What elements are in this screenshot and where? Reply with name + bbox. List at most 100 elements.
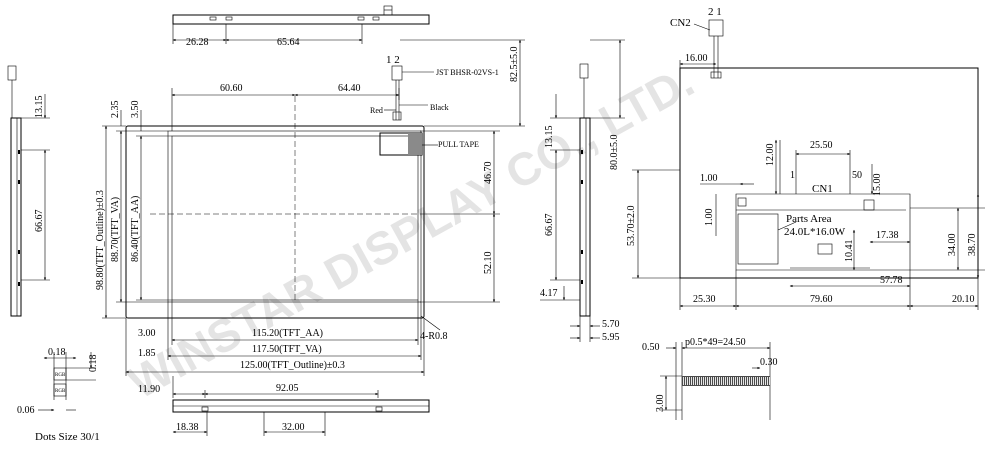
fpc-finger xyxy=(693,377,694,385)
dim-outline-vertical: 98.80(TFT_Outline)±0.3 xyxy=(95,190,106,290)
fpc-finger xyxy=(687,377,688,385)
fpc-finger xyxy=(725,377,726,385)
rgb-row-2: RGB xyxy=(55,389,66,394)
dim-20-10: 20.10 xyxy=(952,294,975,305)
fpc-finger xyxy=(689,377,690,385)
dim-0-18-vertical: 0.18 xyxy=(88,355,99,373)
fpc-finger xyxy=(701,377,702,385)
dim-1-00-vertical: 1.00 xyxy=(704,209,715,227)
connector-model-label: JST BHSR-02VS-1 xyxy=(436,68,499,77)
fpc-finger xyxy=(767,377,768,385)
fpc-finger xyxy=(729,377,730,385)
dim-5-70: 5.70 xyxy=(602,319,620,330)
pixel-detail: 0.18 RGB RGB 0.18 0.06 Dots Size 30/1 xyxy=(17,347,100,443)
fpc-finger xyxy=(761,377,762,385)
fpc-finger xyxy=(715,377,716,385)
dim-3-50: 3.50 xyxy=(130,101,141,119)
fpc-finger xyxy=(713,377,714,385)
fpc-finger xyxy=(695,377,696,385)
dim-0-18-horizontal: 0.18 xyxy=(48,347,66,358)
fpc-finger xyxy=(709,377,710,385)
fpc-finger xyxy=(753,377,754,385)
cn1-pin-50: 50 xyxy=(852,170,862,181)
fpc-finger xyxy=(735,377,736,385)
dim-92-05: 92.05 xyxy=(276,383,299,394)
fpc-finger xyxy=(763,377,764,385)
parts-area-size: 24.0L*16.0W xyxy=(784,226,846,238)
cn2-pins: 2 1 xyxy=(708,6,722,18)
dim-57-78: 57.78 xyxy=(880,275,903,286)
fpc-finger xyxy=(769,377,770,385)
dim-80-0: 80.0±5.0 xyxy=(609,135,620,171)
dim-10-41: 10.41 xyxy=(844,240,855,263)
dim-2-35: 2.35 xyxy=(110,101,121,119)
wire-black-label: Black xyxy=(430,103,449,112)
fpc-finger xyxy=(749,377,750,385)
dim-25-30: 25.30 xyxy=(693,294,716,305)
dim-va-vertical: 88.70(TFT_VA) xyxy=(110,197,121,262)
dim-13-15: 13.15 xyxy=(34,96,45,119)
fpc-finger xyxy=(697,377,698,385)
fpc-finger xyxy=(757,377,758,385)
dim-34-00: 34.00 xyxy=(947,234,958,257)
fpc-finger xyxy=(755,377,756,385)
fpc-dim-0-50: 0.50 xyxy=(642,342,660,353)
fpc-finger xyxy=(747,377,748,385)
back-view: CN2 2 1 16.00 Parts Area 24.0L*16.0W CN1… xyxy=(626,6,985,310)
dim-11-90: 11.90 xyxy=(138,384,160,395)
dim-1-00-horizontal: 1.00 xyxy=(700,173,718,184)
dim-12-00: 12.00 xyxy=(765,144,776,167)
dim-52-10: 52.10 xyxy=(483,252,494,275)
fpc-finger xyxy=(741,377,742,385)
fpc-finger xyxy=(743,377,744,385)
rgb-row-1: RGB xyxy=(55,373,66,378)
fpc-pitch: p0.5*49=24.50 xyxy=(685,337,746,348)
dim-15-00: 15.00 xyxy=(872,174,883,197)
fpc-finger xyxy=(685,377,686,385)
fpc-finger xyxy=(733,377,734,385)
fpc-finger xyxy=(699,377,700,385)
dim-outline-horizontal: 125.00(TFT_Outline)±0.3 xyxy=(240,360,345,371)
fpc-finger xyxy=(737,377,738,385)
cn2-label: CN2 xyxy=(670,17,691,29)
parts-area-title: Parts Area xyxy=(786,213,832,225)
dim-79-60: 79.60 xyxy=(810,294,833,305)
dim-4-17: 4.17 xyxy=(540,288,558,299)
dim-va-horizontal: 117.50(TFT_VA) xyxy=(252,344,322,355)
middle-side-view: 13.15 66.67 80.0±5.0 4.17 5.70 5.95 xyxy=(540,39,625,343)
dim-aa-horizontal: 115.20(TFT_AA) xyxy=(252,328,323,339)
wire-red-label: Red xyxy=(370,106,383,115)
fpc-finger xyxy=(731,377,732,385)
dim-65-64: 65.64 xyxy=(277,37,300,48)
fpc-finger xyxy=(759,377,760,385)
fpc-finger xyxy=(705,377,706,385)
cn1-label: CN1 xyxy=(812,183,833,195)
connector-pins: 1 2 xyxy=(386,54,400,66)
top-view: 26.28 65.64 xyxy=(172,5,430,48)
fpc-dim-0-30: 0.30 xyxy=(760,357,778,368)
dim-60-60: 60.60 xyxy=(220,83,243,94)
fpc-finger xyxy=(711,377,712,385)
dim-64-40: 64.40 xyxy=(338,83,361,94)
fpc-finger xyxy=(751,377,752,385)
dim-1: 1 xyxy=(790,170,795,181)
dim-26-28: 26.28 xyxy=(186,37,209,48)
dim-13-15-mid: 13.15 xyxy=(544,126,555,149)
bottom-view: 11.90 92.05 18.38 32.00 xyxy=(138,376,430,436)
dim-radius: 4-R0.8 xyxy=(420,331,448,342)
fpc-finger xyxy=(719,377,720,385)
dim-38-70: 38.70 xyxy=(967,234,978,257)
fpc-finger xyxy=(765,377,766,385)
fpc-finger xyxy=(703,377,704,385)
fpc-dim-3-00: 3.00 xyxy=(655,395,666,413)
dim-1-85: 1.85 xyxy=(138,348,156,359)
dots-size-caption: Dots Size 30/1 xyxy=(35,431,100,443)
fpc-finger xyxy=(739,377,740,385)
dim-25-50: 25.50 xyxy=(810,140,833,151)
dim-53-70: 53.70±2.0 xyxy=(626,206,637,247)
dim-17-38: 17.38 xyxy=(876,230,899,241)
fpc-finger xyxy=(721,377,722,385)
dim-aa-vertical: 86.40(TFT_AA) xyxy=(130,196,141,262)
fpc-finger xyxy=(717,377,718,385)
